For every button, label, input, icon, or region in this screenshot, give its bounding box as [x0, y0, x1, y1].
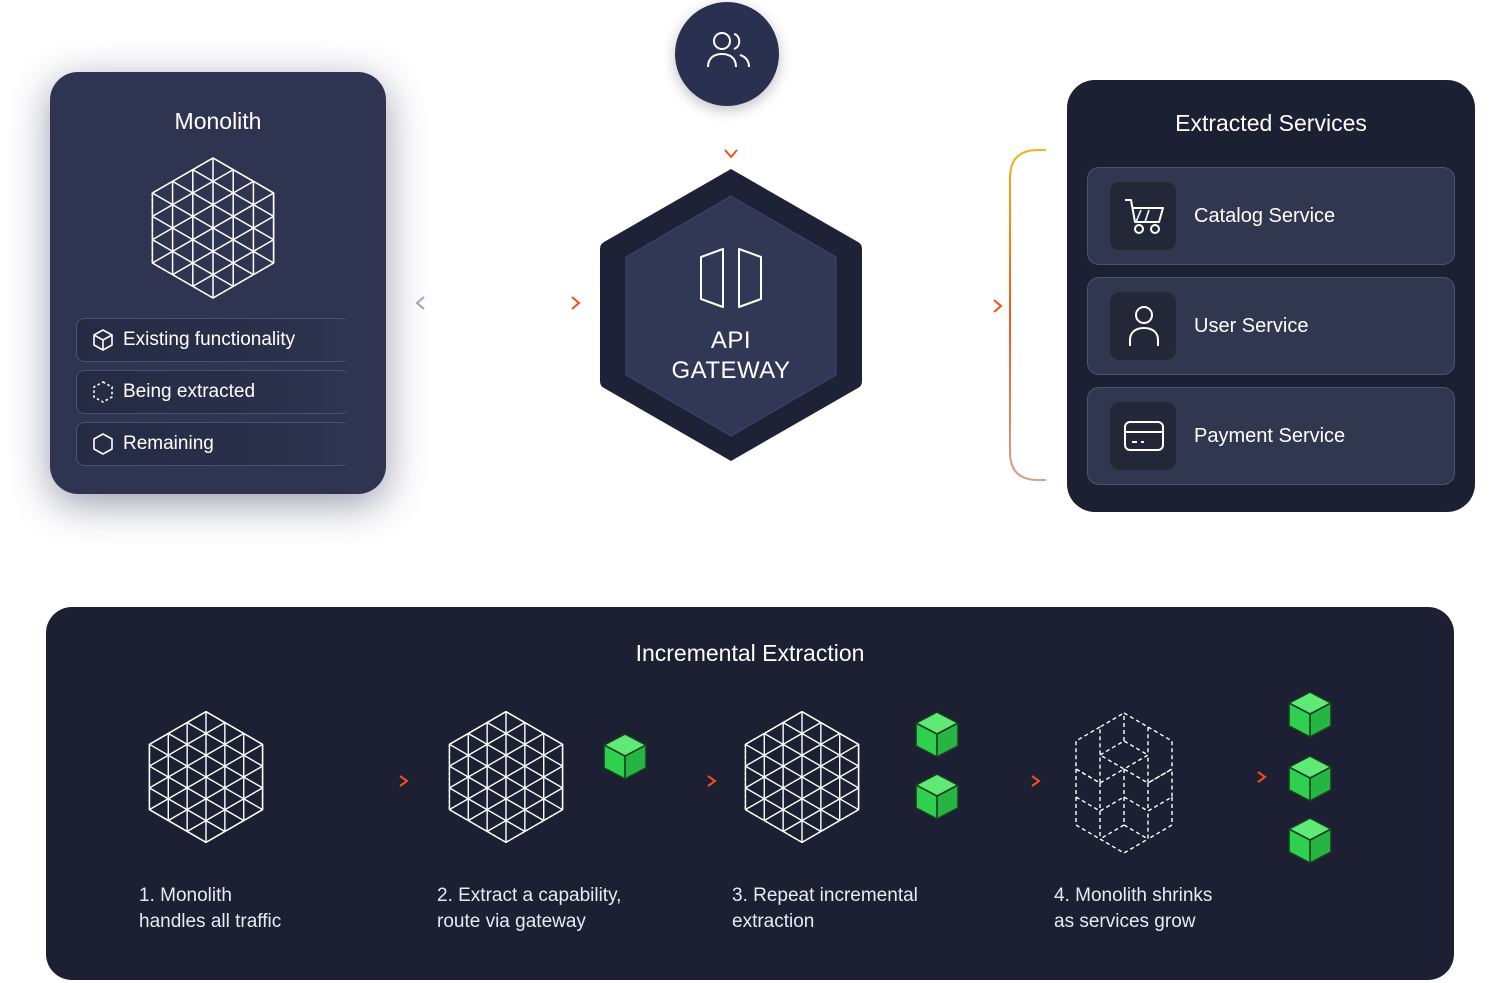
step1-arrow	[292, 775, 409, 787]
service-label-payment: Payment Service	[1194, 425, 1346, 447]
legend-remaining: Remaining	[76, 422, 349, 466]
legend-being-extracted-label: Being extracted	[123, 381, 256, 402]
legend-remaining-label: Remaining	[123, 433, 214, 454]
monolith-title: Monolith	[174, 108, 262, 134]
service-label-user: User Service	[1194, 315, 1309, 337]
step1-monolith-hex-icon	[148, 710, 264, 844]
monolith-hex-grid-icon	[151, 157, 275, 299]
step3-arrow	[968, 775, 1041, 787]
gateway-label-line2: GATEWAY	[671, 357, 791, 384]
green-cube-icon	[1288, 817, 1332, 864]
gateway-services-arrow	[882, 299, 1003, 313]
services-title: Extracted Services	[1175, 110, 1367, 136]
step1-label: 1. Monolith handles all traffic	[139, 885, 282, 932]
step4-dashed-monolith-icon	[1075, 712, 1173, 854]
users-client	[675, 2, 779, 106]
legend-existing-label: Existing functionality	[123, 329, 296, 350]
green-cube-icon	[1288, 691, 1332, 738]
hexagon-outline-icon	[93, 433, 113, 455]
dashed-hexagon-icon	[93, 381, 113, 403]
users-down-arrow	[724, 112, 738, 159]
solid-cube-icon	[93, 329, 113, 351]
extracted-services-panel: Extracted Services Catalog Service User …	[1067, 80, 1475, 512]
gateway-portal-icon	[700, 248, 762, 308]
api-gateway: API GATEWAY	[598, 165, 864, 465]
green-cube-icon	[915, 711, 959, 758]
step2-arrow	[658, 775, 717, 787]
monolith-panel: Monolith Existing functionality Being ex…	[50, 72, 386, 494]
step2-label: 2. Extract a capability, route via gatew…	[437, 885, 622, 932]
green-cube-icon	[915, 773, 959, 820]
step3-monolith-hex-icon	[744, 710, 860, 844]
monolith-gateway-arrow	[415, 296, 581, 310]
services-bracket	[1009, 149, 1046, 481]
cart-icon	[1125, 199, 1164, 234]
incremental-title: Incremental Extraction	[635, 640, 865, 666]
service-card-payment[interactable]: Payment Service	[1087, 387, 1455, 485]
green-cube-icon	[1288, 755, 1332, 802]
incremental-extraction-panel: Incremental Extraction 1. Monolith handl…	[46, 607, 1454, 980]
legend-being-extracted: Being extracted	[76, 370, 349, 414]
step3-label: 3. Repeat incremental extraction	[732, 885, 918, 932]
service-card-user[interactable]: User Service	[1087, 277, 1455, 375]
gateway-hexagon	[600, 169, 862, 461]
users-icon	[707, 32, 750, 68]
user-icon	[1129, 306, 1159, 346]
step4-label: 4. Monolith shrinks as services grow	[1054, 885, 1213, 932]
service-label-catalog: Catalog Service	[1194, 205, 1336, 227]
credit-card-icon	[1124, 421, 1164, 451]
gateway-label-line1: API	[710, 327, 752, 354]
green-cube-icon	[603, 733, 647, 780]
step2-monolith-hex-icon	[448, 710, 564, 844]
legend-existing: Existing functionality	[76, 318, 349, 362]
step4-arrow	[1192, 771, 1267, 783]
service-card-catalog[interactable]: Catalog Service	[1087, 167, 1455, 265]
